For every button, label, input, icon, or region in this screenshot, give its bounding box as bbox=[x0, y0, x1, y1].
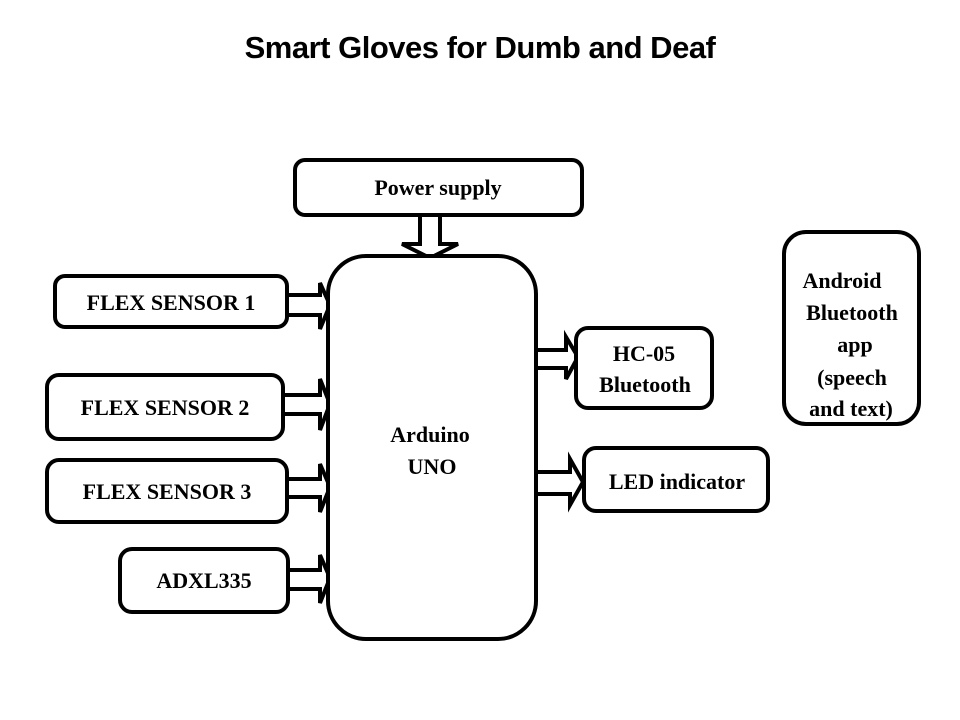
flex-sensor-1-label: FLEX SENSOR 1 bbox=[87, 290, 256, 315]
flex-sensor-2-label: FLEX SENSOR 2 bbox=[81, 395, 250, 420]
power-supply-block bbox=[293, 158, 584, 217]
android-label-line2: Bluetooth bbox=[806, 300, 898, 325]
arrow-arduino-to-hc05 bbox=[534, 329, 581, 380]
flex-sensor-2-block bbox=[45, 373, 285, 441]
adxl335-block bbox=[118, 547, 290, 614]
android-label-line4: (speech bbox=[817, 365, 887, 390]
android-label-line3: app bbox=[837, 332, 872, 357]
hc05-bluetooth-block bbox=[574, 326, 714, 410]
flex-sensor-3-block bbox=[45, 458, 289, 524]
hc05-label-line2: Bluetooth bbox=[599, 372, 691, 397]
arrow-adxl-to-arduino bbox=[286, 554, 333, 604]
android-label-line1: Android bbox=[802, 268, 881, 293]
flex-sensor-3-label: FLEX SENSOR 3 bbox=[83, 479, 252, 504]
arrow-flex2-to-arduino bbox=[280, 378, 333, 431]
arrow-power-to-arduino bbox=[401, 212, 459, 261]
arrow-arduino-to-led bbox=[532, 451, 586, 513]
flex-sensor-1-block bbox=[53, 274, 289, 329]
android-label-line5: and text) bbox=[809, 396, 893, 421]
arrow-flex3-to-arduino bbox=[284, 463, 333, 513]
led-indicator-block bbox=[582, 446, 770, 513]
led-indicator-label: LED indicator bbox=[609, 469, 746, 494]
arduino-label-line2: UNO bbox=[408, 454, 457, 479]
power-supply-label: Power supply bbox=[374, 175, 501, 200]
hc05-label-line1: HC-05 bbox=[613, 341, 675, 366]
adxl335-label: ADXL335 bbox=[156, 568, 251, 593]
arrow-flex1-to-arduino bbox=[284, 282, 333, 330]
arduino-uno-block bbox=[326, 254, 538, 641]
arduino-label-line1: Arduino bbox=[390, 422, 469, 447]
android-app-block bbox=[782, 230, 921, 426]
diagram-title: Smart Gloves for Dumb and Deaf bbox=[244, 30, 716, 65]
